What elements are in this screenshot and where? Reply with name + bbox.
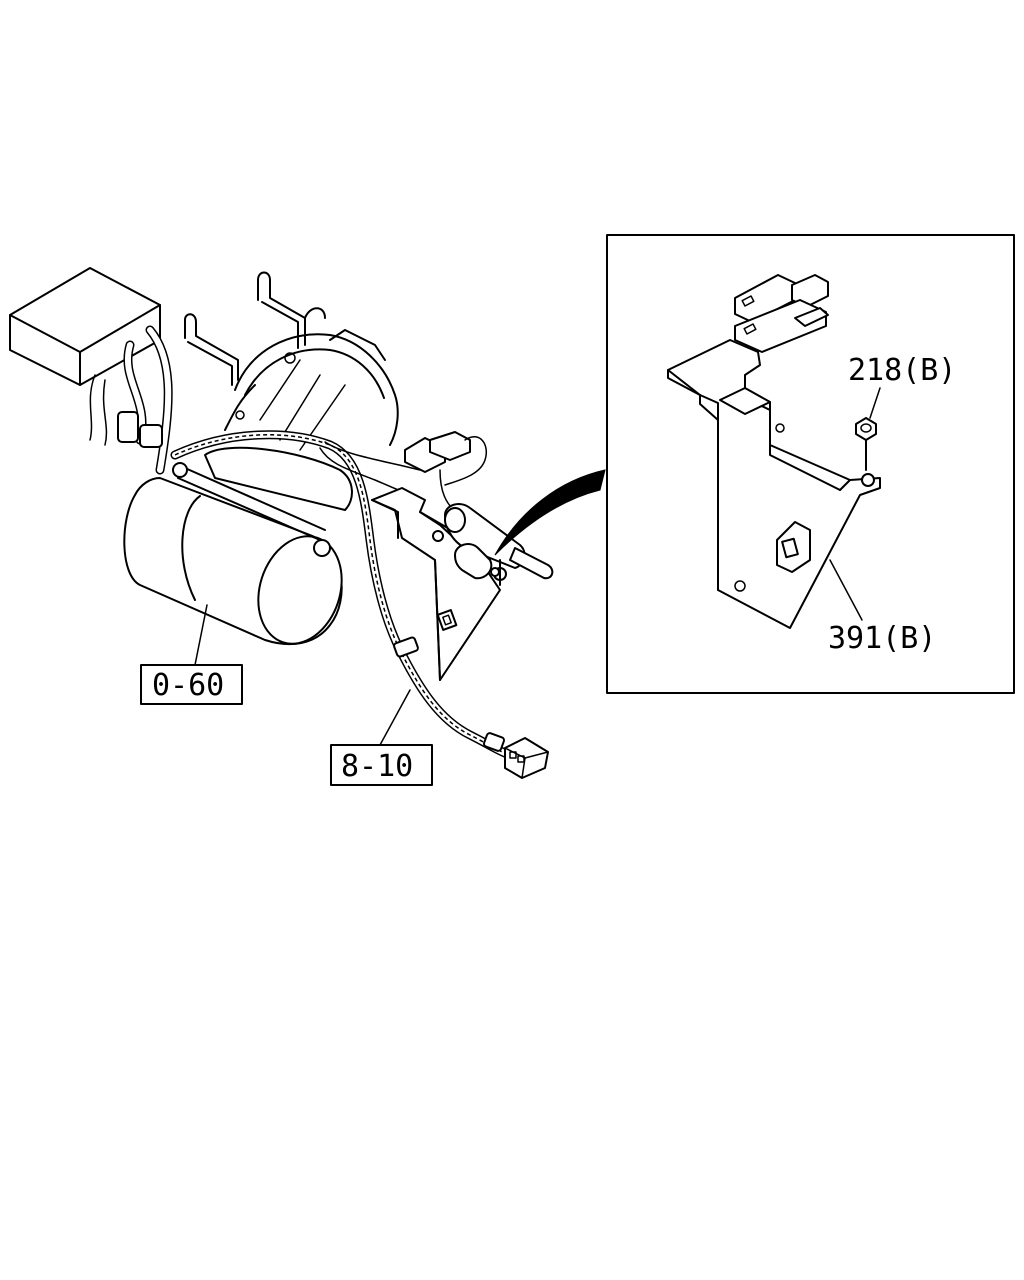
detail-inset: 218(B) 391(B)	[606, 234, 1015, 694]
bracket-detail	[667, 274, 881, 629]
ref-starter: 0-60	[140, 604, 243, 705]
control-box	[9, 267, 161, 386]
wiring-harness	[170, 430, 515, 760]
nut-218	[855, 387, 881, 471]
label-nut-218: 218(B)	[848, 353, 956, 388]
inset-pointer	[494, 469, 606, 556]
ref-box-harness	[330, 744, 433, 786]
ref-harness: 8-10	[330, 689, 433, 786]
main-bracket	[371, 487, 507, 681]
top-brackets	[184, 271, 326, 386]
harness-connector	[504, 737, 549, 779]
main-assembly	[9, 267, 554, 779]
upper-connectors	[404, 431, 487, 516]
label-bracket-391: 391(B)	[828, 621, 936, 656]
leader-harness	[379, 689, 411, 746]
label-ref-starter: 0-60	[152, 668, 224, 703]
inset-frame	[606, 234, 1015, 694]
leader-391	[829, 559, 863, 621]
bell-housing	[224, 329, 399, 451]
ref-box-starter	[140, 664, 243, 705]
hoses-left	[89, 325, 173, 475]
starter-motor	[123, 446, 353, 646]
sensor-unit	[444, 503, 554, 586]
label-ref-harness: 8-10	[341, 749, 413, 784]
leader-starter	[194, 604, 208, 666]
